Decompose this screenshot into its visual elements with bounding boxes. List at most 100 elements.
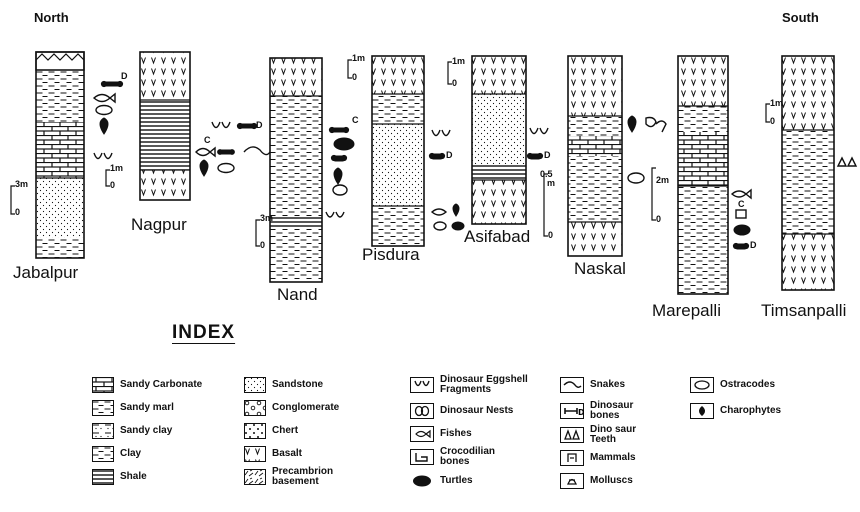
crocodile-icon <box>410 449 434 465</box>
mollusc-icon <box>560 473 584 489</box>
scale-label-top: 3m <box>15 179 29 189</box>
locality-label-asifabad: Asifabad <box>464 227 531 246</box>
legend-turtle: Turtles <box>410 470 473 492</box>
scale-label-zero: 0 <box>548 230 554 240</box>
legend-label: Dinosaur bones <box>590 399 634 421</box>
legend-sandstone: Sandstone <box>244 374 323 396</box>
legend-label: Fishes <box>440 427 472 439</box>
charophyte-icon <box>333 167 343 185</box>
turtle-icon <box>333 137 355 151</box>
charophyte-icon <box>99 117 109 135</box>
legend-conglomerate: Conglomerate <box>244 397 339 419</box>
locality-label-jabalpur: Jabalpur <box>13 263 79 282</box>
ostracode-icon <box>95 104 113 116</box>
column-naskal <box>567 55 623 257</box>
sandy-clay-swatch <box>92 423 114 439</box>
mollusc-icon <box>645 116 657 128</box>
legend-label: Snakes <box>590 378 626 390</box>
eggshell-icon <box>410 377 434 393</box>
charophyte-icon <box>627 115 637 133</box>
legend-label: Charophytes <box>720 404 782 416</box>
legend-label: Dino saur Teeth <box>590 423 637 445</box>
locality-label-naskal: Naskal <box>574 259 626 278</box>
ostracode-icon <box>332 184 348 196</box>
turtle-icon <box>413 475 431 487</box>
sandy-carbonate-swatch <box>92 377 114 393</box>
direction-north: North <box>34 10 69 25</box>
legend-sandy-carbonate: Sandy Carbonate <box>92 374 202 396</box>
fossil-mark-dinosaur: D <box>544 150 551 160</box>
legend-dino-bone: D Dinosaur bones <box>560 400 650 422</box>
scale-label-zero: 0 <box>110 180 116 190</box>
locality-label-timsanpalli: Timsanpalli <box>761 301 847 320</box>
ostracode-icon <box>217 162 235 174</box>
scale-label-unit: m <box>547 178 556 188</box>
column-nagpur <box>139 51 191 201</box>
column-pisdura <box>371 55 425 247</box>
bone-icon <box>328 126 350 134</box>
direction-south: South <box>782 10 819 25</box>
eggshell-icon <box>325 211 345 218</box>
fossil-mark-crocodile: C <box>738 199 745 209</box>
legend-chert: Chert <box>244 420 298 442</box>
snake-icon <box>560 377 584 393</box>
svg-text:D: D <box>578 408 584 417</box>
legend-mollusc: Molluscs <box>560 470 633 492</box>
scale-bars <box>10 59 770 247</box>
fish-icon <box>430 208 448 216</box>
column-nand <box>269 57 323 283</box>
bone-icon <box>526 152 544 160</box>
fossil-mark-dinosaur: D <box>446 150 453 160</box>
legend-precambrian-basement: Precambrion basement <box>244 466 342 488</box>
conglomerate-swatch <box>244 400 266 416</box>
legend-label: Crocodilian bones <box>440 445 496 467</box>
scale-label-zero: 0 <box>15 207 21 217</box>
scale-label-top: 1m <box>770 98 784 108</box>
fossil-symbols <box>92 80 858 250</box>
shale-swatch <box>92 469 114 485</box>
legend-charophyte: Charophytes <box>690 400 781 422</box>
dino-bone-icon: D <box>560 403 584 419</box>
chert-swatch <box>244 423 266 439</box>
scale-label-top: 1m <box>352 53 366 63</box>
precambrian-swatch <box>244 469 266 485</box>
sandy-marl-swatch <box>92 400 114 416</box>
bone-icon <box>732 242 750 250</box>
scale-label-top: 2m <box>656 175 670 185</box>
charophyte-icon <box>690 403 714 419</box>
charophyte-icon <box>199 159 209 177</box>
mammal-icon <box>560 450 584 466</box>
mammal-icon <box>655 120 667 133</box>
ostracode-icon <box>690 377 714 393</box>
legend-label: Precambrion basement <box>272 465 334 487</box>
legend-label: Chert <box>272 424 299 436</box>
bone-icon <box>330 154 348 162</box>
legend-label: Conglomerate <box>272 401 340 413</box>
eggshell-icon <box>529 127 549 135</box>
fossil-mark-dinosaur: D <box>750 240 757 250</box>
eggshell-icon <box>93 152 113 160</box>
snake-icon <box>243 146 271 156</box>
scale-label-zero: 0 <box>352 72 358 82</box>
legend-label: Sandy marl <box>120 401 174 413</box>
legend-sandy-clay: Sandy clay <box>92 420 172 442</box>
bone-icon <box>428 152 446 160</box>
legend-label: Sandstone <box>272 378 324 390</box>
legend-label: Turtles <box>440 474 473 486</box>
fish-icon <box>195 146 216 158</box>
legend-snake: Snakes <box>560 374 625 396</box>
scale-label-zero: 0 <box>770 116 776 126</box>
scale-label-top: 3m <box>260 213 274 223</box>
scale-label-zero: 0 <box>656 214 662 224</box>
crocodile-icon <box>735 209 747 219</box>
bone-icon <box>100 80 124 88</box>
clay-swatch <box>92 446 114 462</box>
fish-icon <box>92 92 116 104</box>
legend-eggshell: Dinosaur Eggshell Fragments <box>410 374 530 396</box>
fossil-mark-crocodile: C <box>352 115 359 125</box>
legend-label: Mammals <box>590 451 636 463</box>
scale-label-zero: 0 <box>452 78 458 88</box>
nest-icon <box>410 403 434 419</box>
legend-label: Basalt <box>272 447 303 459</box>
scale-label-top: 1m <box>452 56 466 66</box>
